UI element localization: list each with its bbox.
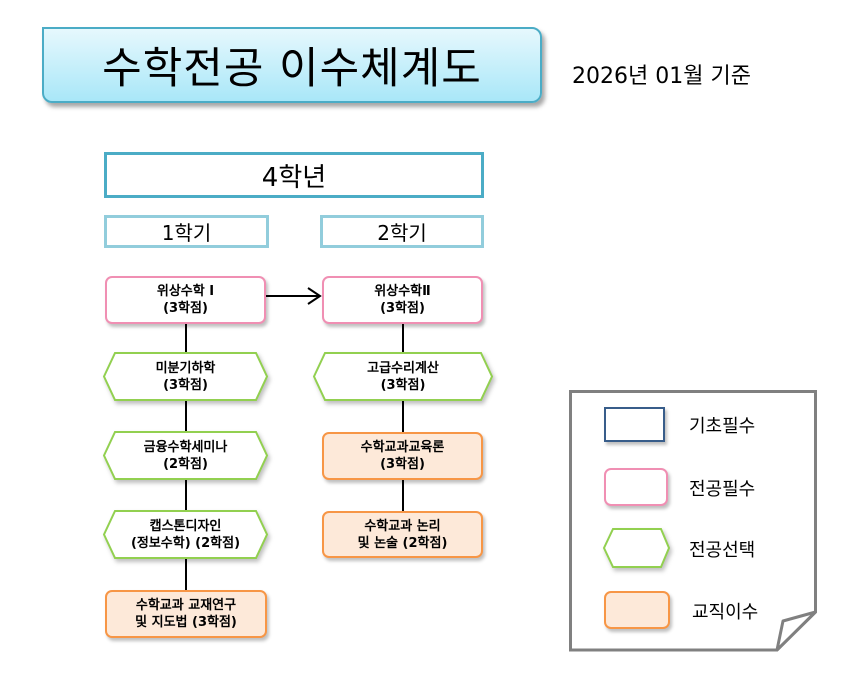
prerequisite-arrow <box>264 287 322 305</box>
legend-swatch-basic-required <box>604 407 665 442</box>
course-credits: (3학점) <box>163 301 208 316</box>
course-name: 캡스톤디자인 <box>149 518 222 534</box>
course-financial-math-seminar[interactable]: 금융수학세미나(2학점) <box>102 431 269 480</box>
course-credits: 및 논술 (2학점) <box>357 535 448 551</box>
course-credits: (3학점) <box>380 377 426 393</box>
page-title: 수학전공 이수체계도 <box>42 27 542 103</box>
course-name: 고급수리계산 <box>367 360 439 376</box>
course-credits: (3학점) <box>380 301 425 316</box>
semester-2-header: 2학기 <box>320 215 484 248</box>
legend-label: 전공필수 <box>689 479 756 500</box>
legend-swatch-teaching <box>604 591 670 629</box>
course-capstone-design[interactable]: 캡스톤디자인(정보수학) (2학점) <box>102 510 269 559</box>
course-topology-1[interactable]: 위상수학 I (3학점) <box>105 276 266 324</box>
legend-swatch-major-required <box>604 468 668 506</box>
course-credits: 및 지도법 (3학점) <box>135 615 237 630</box>
reference-date: 2026년 01월 기준 <box>572 64 751 89</box>
legend-label: 기초필수 <box>689 416 756 437</box>
year-header: 4학년 <box>104 152 484 198</box>
legend: 기초필수 전공필수 전공선택 교직이수 <box>569 390 817 652</box>
course-topology-2[interactable]: 위상수학Ⅱ (3학점) <box>322 276 483 324</box>
course-differential-geometry[interactable]: 미분기하학(3학점) <box>102 352 269 401</box>
legend-swatch-major-elective <box>602 528 671 568</box>
course-name: 금융수학세미나 <box>143 439 228 455</box>
semester-1-header: 1학기 <box>104 215 269 248</box>
course-credits: (3학점) <box>380 457 425 472</box>
legend-frame <box>569 390 817 652</box>
course-name: 수학교과 논리 <box>364 518 441 534</box>
legend-label: 전공선택 <box>689 540 756 561</box>
course-math-education-theory[interactable]: 수학교과교육론 (3학점) <box>322 432 483 480</box>
connector-semester-2 <box>402 322 404 514</box>
course-credits: (정보수학) (2학점) <box>130 535 241 551</box>
course-credits: (2학점) <box>163 456 208 472</box>
course-name: 수학교과 교재연구 <box>135 598 237 613</box>
course-name: 수학교과교육론 <box>360 440 445 455</box>
course-name: 위상수학Ⅱ <box>374 284 431 299</box>
course-name: 미분기하학 <box>155 360 216 376</box>
course-name: 위상수학 I <box>156 284 215 299</box>
course-advanced-computation[interactable]: 고급수리계산(3학점) <box>312 352 494 401</box>
legend-label: 교직이수 <box>692 602 759 623</box>
course-credits: (3학점) <box>163 377 208 393</box>
